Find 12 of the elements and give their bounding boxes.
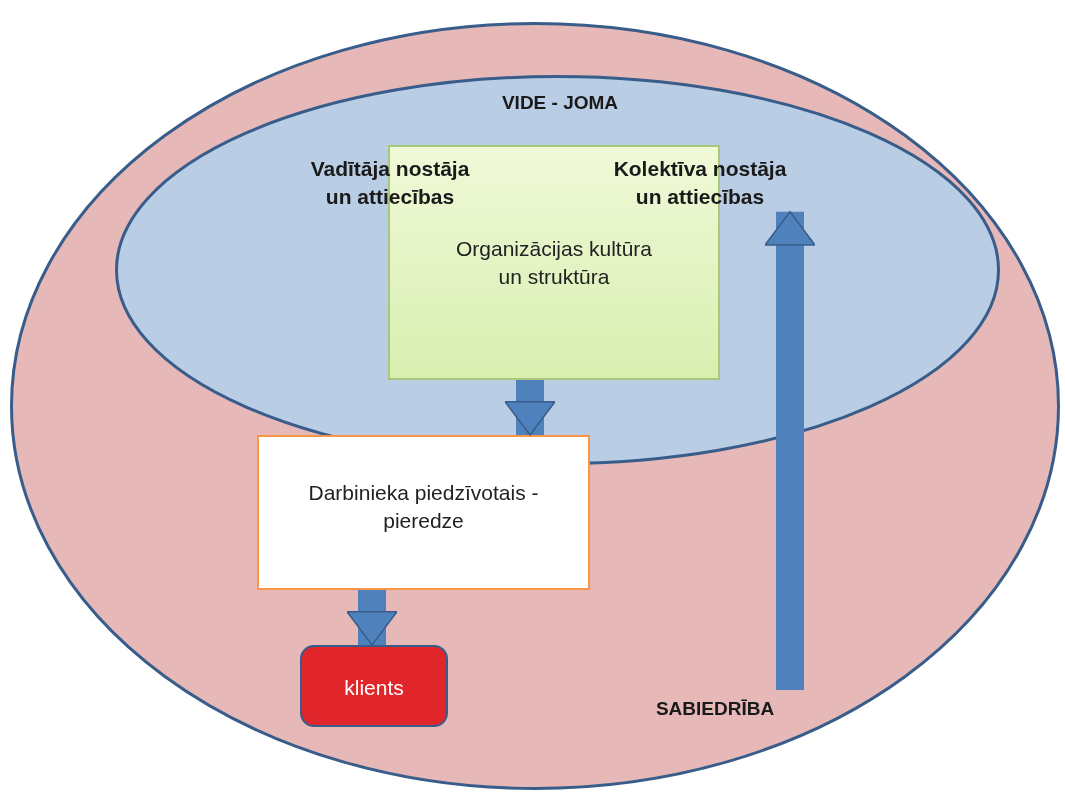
block-arrow: [504, 380, 556, 436]
block-arrow: [346, 590, 398, 646]
box-label: Darbinieka piedzīvotais - pieredze: [307, 480, 540, 535]
box-label: klients: [343, 675, 405, 701]
box-label: Organizācijas kultūra un struktūra: [454, 236, 654, 291]
process-box: [257, 435, 590, 590]
block-arrow: [764, 210, 816, 690]
heading-text: Kolektīva nostāja un attiecības: [605, 155, 795, 212]
heading-text: Vadītāja nostāja un attiecības: [295, 155, 485, 212]
region-label: VIDE - JOMA: [500, 92, 620, 114]
client-box: [300, 645, 448, 727]
region-label: SABIEDRĪBA: [654, 698, 776, 720]
